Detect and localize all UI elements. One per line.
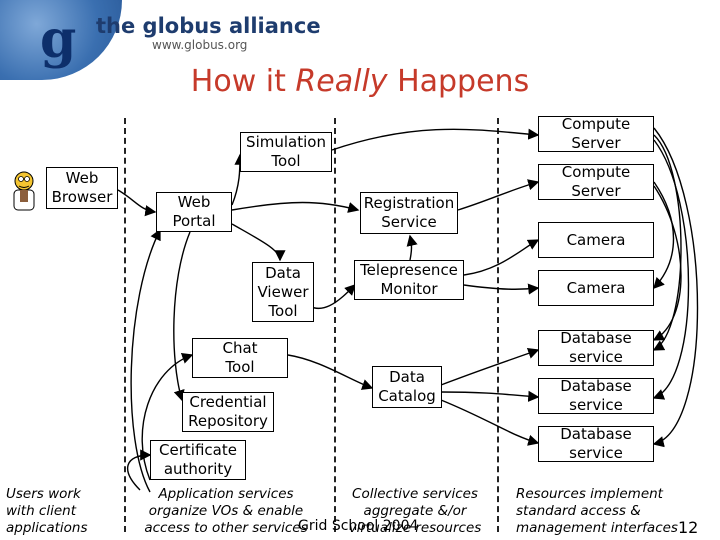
database-service-box-2: Database service bbox=[538, 377, 654, 414]
arrow-portal-viewer bbox=[231, 223, 286, 262]
logo-letter: g bbox=[40, 9, 77, 70]
data-catalog-box: Data Catalog bbox=[372, 366, 442, 408]
caption-users: Users work with client applications bbox=[6, 486, 88, 536]
chat-tool-box: Chat Tool bbox=[192, 338, 288, 378]
arrow-compute-loop-1 bbox=[652, 134, 682, 351]
page-number: 12 bbox=[678, 518, 699, 537]
arrow-browser-chat bbox=[141, 353, 194, 481]
arrow-catalog-db1 bbox=[440, 348, 540, 386]
database-service-box-1: Database service bbox=[538, 329, 654, 366]
compute-server-label-1: Compute Server bbox=[561, 115, 631, 152]
certificate-authority-box: Certificate authority bbox=[150, 440, 246, 480]
camera-box-2: Camera bbox=[538, 270, 654, 306]
title-emphasis: Really bbox=[295, 64, 388, 99]
user-icon bbox=[13, 171, 35, 211]
title-suffix: Happens bbox=[387, 64, 530, 99]
arrow-portal-simulation bbox=[231, 153, 246, 206]
arrow-browser-portal bbox=[117, 189, 157, 217]
title-prefix: How it bbox=[190, 64, 296, 99]
arrow-catalog-db3 bbox=[440, 399, 540, 446]
caption-application-services: Application services organize VOs & enab… bbox=[144, 486, 308, 536]
arrow-catalog-db2 bbox=[440, 390, 540, 402]
camera-label-1: Camera bbox=[566, 230, 626, 249]
camera-label-2: Camera bbox=[566, 278, 626, 297]
caption-resources: Resources implement standard access & ma… bbox=[516, 486, 678, 536]
compute-server-label-2: Compute Server bbox=[561, 163, 631, 200]
credential-repository-label: Credential Repository bbox=[188, 393, 268, 430]
registration-service-box: Registration Service bbox=[360, 192, 458, 234]
arrow-telepresence-camera2 bbox=[463, 283, 540, 295]
arrow-simulation-compute bbox=[331, 128, 540, 151]
database-service-label-1: Database service bbox=[560, 329, 632, 366]
arrow-portal-credential bbox=[173, 231, 191, 402]
data-viewer-tool-label: Data Viewer Tool bbox=[257, 263, 309, 320]
arrow-telepresence-registration bbox=[406, 234, 418, 261]
compute-server-box-2: Compute Server bbox=[538, 163, 654, 200]
arrow-compute-loop-3 bbox=[652, 127, 699, 448]
web-browser-label: Web Browser bbox=[51, 169, 113, 206]
simulation-tool-box: Simulation Tool bbox=[240, 132, 332, 172]
caption-collective-services: Collective services aggregate &/or virtu… bbox=[348, 486, 482, 536]
arrow-portal-registration bbox=[231, 201, 360, 213]
database-service-box-3: Database service bbox=[538, 425, 654, 462]
database-service-label-2: Database service bbox=[560, 377, 632, 414]
camera-box-1: Camera bbox=[538, 222, 654, 258]
arrow-browser-certificate bbox=[127, 449, 152, 491]
separator-1 bbox=[124, 118, 126, 532]
arrow-compute-loop-2 bbox=[652, 139, 690, 400]
database-service-label-3: Database service bbox=[560, 425, 632, 462]
web-portal-label: Web Portal bbox=[172, 193, 216, 230]
web-browser-box: Web Browser bbox=[46, 167, 118, 209]
compute-server-box-1: Compute Server bbox=[538, 115, 654, 152]
arrow-chat-catalog bbox=[287, 354, 374, 390]
web-portal-box: Web Portal bbox=[156, 192, 232, 232]
arrow-compute-loop-4 bbox=[653, 181, 675, 290]
arrow-registration-compute bbox=[457, 179, 540, 211]
telepresence-monitor-label: Telepresence Monitor bbox=[360, 261, 458, 298]
chat-tool-label: Chat Tool bbox=[222, 339, 258, 376]
arrow-telepresence-camera bbox=[463, 239, 540, 276]
separator-3 bbox=[497, 118, 499, 532]
data-catalog-label: Data Catalog bbox=[378, 368, 436, 405]
footer-event: Grid School 2004 bbox=[298, 518, 419, 534]
slide-title: How it Really Happens bbox=[0, 64, 720, 99]
header: g the globus alliance www.globus.org bbox=[0, 0, 720, 80]
credential-repository-box: Credential Repository bbox=[182, 392, 274, 432]
simulation-tool-label: Simulation Tool bbox=[246, 133, 326, 170]
arrow-compute-loop-5 bbox=[652, 185, 682, 341]
certificate-authority-label: Certificate authority bbox=[159, 441, 237, 478]
brand-name: the globus alliance bbox=[96, 14, 321, 38]
arrow-left-loop bbox=[130, 228, 161, 493]
registration-service-label: Registration Service bbox=[363, 194, 455, 231]
brand-url: www.globus.org bbox=[152, 38, 248, 52]
telepresence-monitor-box: Telepresence Monitor bbox=[354, 260, 464, 300]
data-viewer-tool-box: Data Viewer Tool bbox=[252, 262, 314, 322]
separator-2 bbox=[334, 118, 336, 532]
